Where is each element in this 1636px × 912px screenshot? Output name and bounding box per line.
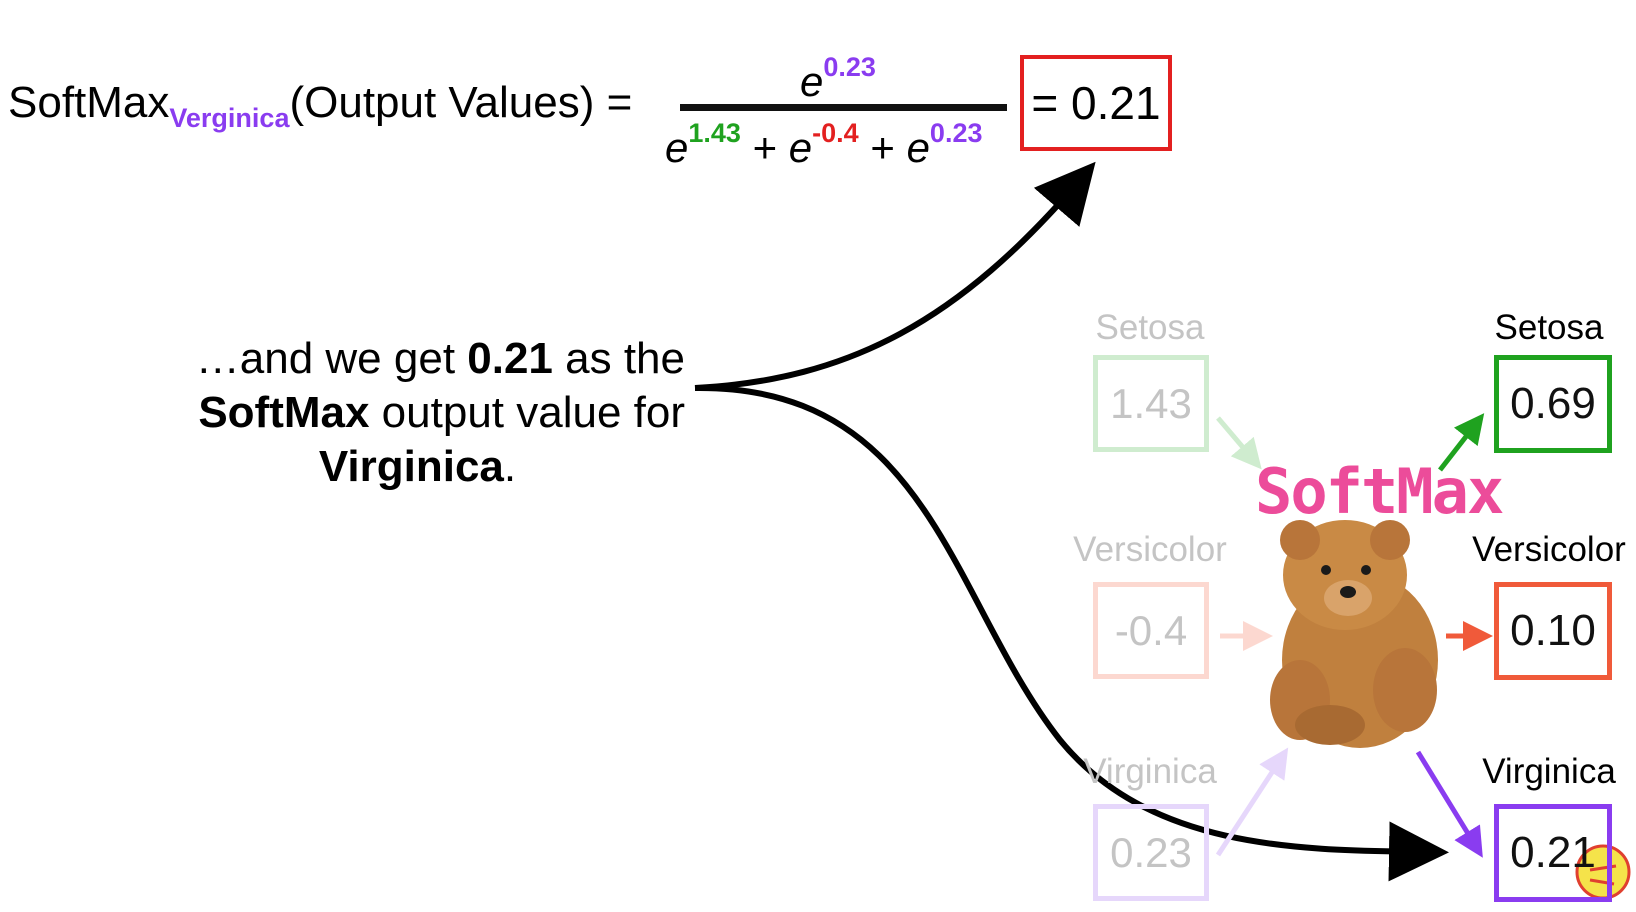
den-term3-exponent: 0.23 (929, 118, 983, 148)
den-term2-base: e (788, 124, 813, 171)
softmax-title: SoftMax (1255, 455, 1504, 528)
output-box-setosa: 0.69 (1494, 355, 1612, 453)
den-term3-base: e (906, 124, 930, 171)
fraction-bar (680, 104, 1007, 111)
caption-part3: output value for (369, 388, 685, 437)
setosa-output-arrow (1438, 413, 1485, 472)
equation-function: SoftMax (8, 78, 170, 127)
setosa-input-arrow (1216, 416, 1262, 470)
input-label-versicolor: Versicolor (1073, 530, 1227, 569)
equation-result-box: = 0.21 (1020, 55, 1172, 151)
den-term1-exponent: 1.43 (688, 118, 741, 148)
caption-part2: as the (552, 334, 685, 383)
numerator-exponent: 0.23 (823, 52, 876, 82)
output-box-virginica: 0.21 (1494, 804, 1612, 902)
output-box-versicolor: 0.10 (1494, 582, 1612, 680)
input-label-setosa: Setosa (1095, 308, 1205, 347)
caption-part1: …and we get (195, 334, 468, 383)
den-plus-2: + (870, 124, 895, 171)
output-label-setosa: Setosa (1494, 308, 1604, 347)
caption-text: …and we get 0.21 as the SoftMax output v… (140, 332, 685, 494)
numerator-base: e (800, 58, 824, 105)
caption-period: . (503, 442, 517, 491)
caption-class: Virginica (318, 442, 504, 491)
input-box-versicolor: -0.4 (1093, 582, 1209, 679)
den-term2-exponent: -0.4 (812, 118, 859, 148)
equation-argument: (Output Values) = (289, 78, 633, 127)
output-label-versicolor: Versicolor (1472, 530, 1626, 569)
caption-softmax: SoftMax (198, 388, 370, 437)
teddy-bear-image (1270, 520, 1438, 748)
equation-lhs: SoftMaxVerginica(Output Values) = (8, 75, 632, 146)
arrow-to-virginica-output (694, 384, 1449, 882)
arrow-to-equation (694, 161, 1096, 391)
input-box-virginica: 0.23 (1093, 804, 1209, 901)
virginica-output-arrow (1415, 750, 1483, 858)
equation-denominator: e1.43 + e-0.4 + e0.23 (665, 118, 982, 172)
den-term1-base: e (665, 124, 689, 171)
input-box-setosa: 1.43 (1093, 355, 1209, 452)
input-label-virginica: Virginica (1083, 752, 1217, 791)
den-plus-1: + (752, 124, 778, 171)
caption-last-line: Virginica. (140, 440, 685, 494)
equation-numerator: e0.23 (800, 52, 876, 106)
caption-value: 0.21 (467, 334, 553, 383)
virginica-input-arrow (1215, 747, 1289, 857)
equation-subscript: Verginica (169, 103, 290, 133)
output-label-virginica: Virginica (1482, 752, 1616, 791)
